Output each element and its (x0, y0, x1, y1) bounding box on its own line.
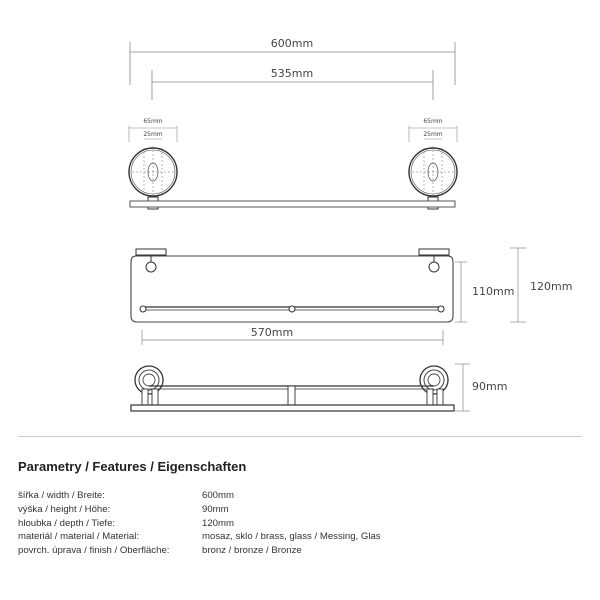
dim-total-height: 120mm (510, 247, 572, 323)
feature-value: bronz / bronze / Bronze (202, 545, 302, 557)
feature-label: materiál / material / Material: (18, 531, 140, 543)
feature-row: materiál / material / Material: mosaz, sk… (18, 530, 588, 544)
top-view-shelf (129, 200, 456, 208)
features-table: šířka / width / Breite: 600mm výška / heig… (18, 489, 588, 558)
feature-label: hloubka / depth / Tiefe: (18, 517, 116, 529)
feature-label: šířka / width / Breite: (18, 490, 105, 501)
dim-label-shelf-height: 110mm (472, 285, 514, 298)
right-bracket-detail: 65mm 25mm (408, 118, 458, 210)
feature-value: mosaz, sklo / brass, glass / Messing, Gl… (202, 531, 381, 543)
feature-row: šířka / width / Breite: 600mm (18, 489, 588, 503)
feature-row: povrch. úprava / finish / Oberfläche: bro… (18, 544, 588, 558)
feature-value: 600mm (202, 490, 234, 501)
feature-label: výška / height / Höhe: (18, 503, 111, 515)
left-bracket-detail: 65mm 25mm (128, 118, 178, 210)
dim-label-left-bracket-inner: 25mm (143, 131, 162, 138)
technical-drawing: 600mm 535mm 65mm 25mm 65mm 25mm (128, 37, 572, 412)
feature-row: hloubka / depth / Tiefe: 120mm (18, 517, 588, 531)
dim-overall-width: 600mm (129, 37, 456, 85)
dim-label-overall-width: 600mm (271, 37, 313, 50)
dim-label-right-bracket-inner: 25mm (423, 131, 442, 138)
dim-mount-span: 535mm (151, 67, 434, 100)
feature-value: 90mm (202, 503, 229, 515)
dim-label-rail-length: 570mm (251, 326, 293, 339)
dim-shelf-height: 110mm (455, 261, 514, 323)
section-divider (18, 436, 582, 437)
dim-label-mount-span: 535mm (271, 67, 313, 80)
dim-label-depth-height: 90mm (472, 380, 507, 393)
features-title: Parametry / Features / Eigenschaften (18, 459, 247, 474)
feature-label: povrch. úprava / finish / Oberfläche: (18, 545, 170, 557)
dim-label-left-bracket-outer: 65mm (143, 118, 162, 125)
feature-value: 120mm (202, 517, 234, 529)
side-view-shelf (130, 365, 455, 412)
feature-row: výška / height / Höhe: 90mm (18, 503, 588, 517)
dim-label-right-bracket-outer: 65mm (423, 118, 442, 125)
dim-rail-length: 570mm (141, 326, 444, 345)
front-view-shelf (130, 248, 454, 323)
dim-label-total-height: 120mm (530, 280, 572, 293)
dim-depth-height: 90mm (455, 363, 507, 412)
